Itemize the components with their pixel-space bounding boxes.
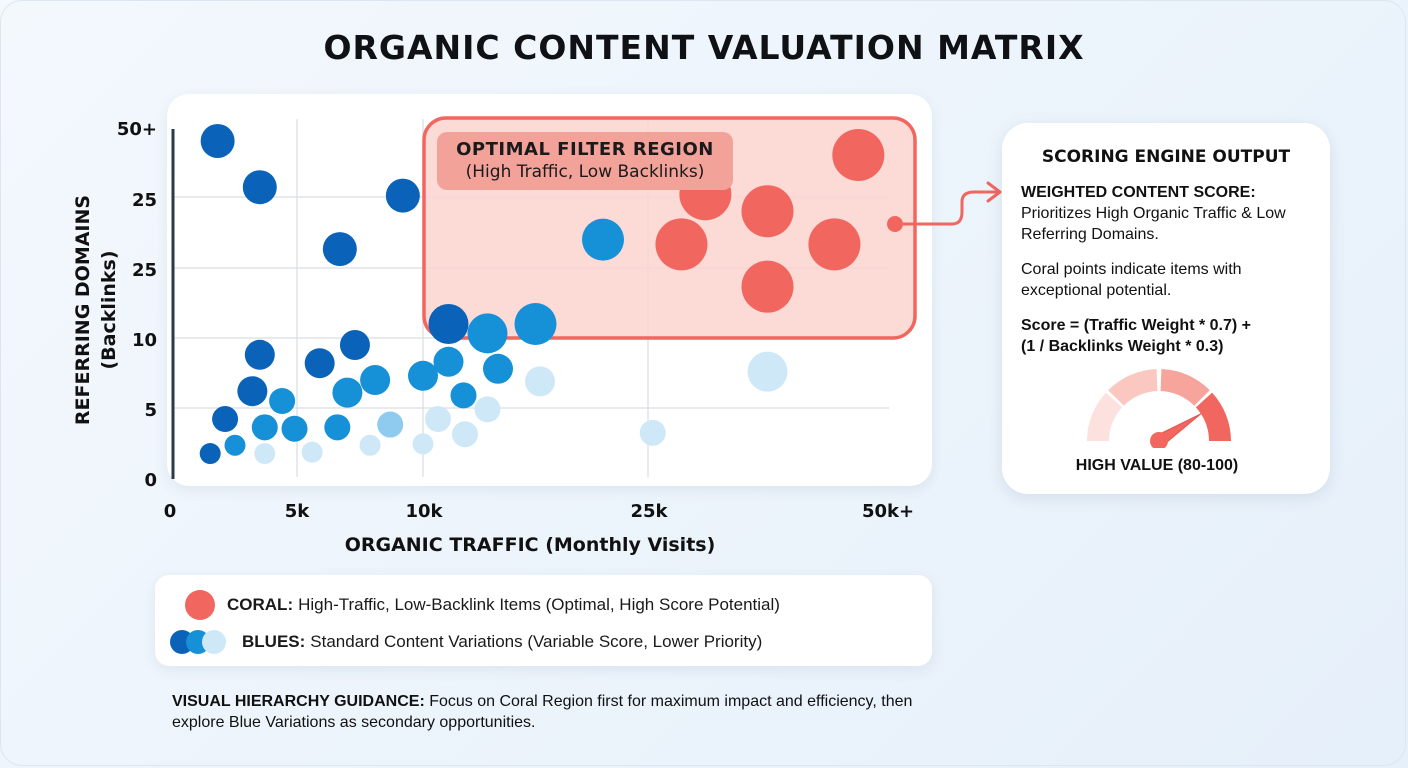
guidance-heading: VISUAL HIERARCHY GUIDANCE: [172, 693, 425, 710]
y-tick-label: 25 [132, 190, 157, 211]
y-tick-label: 25 [132, 260, 157, 281]
data-point-blue [200, 124, 235, 158]
data-point-blue [254, 443, 276, 465]
x-tick-label: 10k [405, 501, 443, 522]
gauge-segment-4 [1195, 392, 1231, 442]
weighted-score-text: Prioritizes High Organic Traffic & Low R… [1021, 205, 1286, 243]
data-point-blue [467, 313, 508, 354]
data-point-blue [237, 376, 268, 407]
legend-swatch-light [202, 630, 226, 654]
data-point-blue [425, 406, 451, 433]
y-axis-title-line1: REFERRING DOMAINS [72, 194, 94, 426]
y-tick-label: 50+ [117, 119, 157, 140]
score-formula: Score = (Traffic Weight * 0.7) + (1 / Ba… [1021, 315, 1321, 357]
data-point-blue [281, 415, 308, 442]
data-point-blue [301, 441, 323, 463]
connector-dot [887, 216, 903, 232]
data-point-blue [224, 434, 246, 456]
coral-note: Coral points indicate items with excepti… [1021, 261, 1242, 299]
visual-hierarchy-guidance: VISUAL HIERARCHY GUIDANCE: Focus on Cora… [172, 691, 932, 733]
data-point-blue [322, 232, 357, 267]
data-point-blue [450, 382, 477, 409]
connector-arrowhead [986, 181, 1002, 203]
data-point-blue [408, 360, 438, 391]
legend-coral-swatch [185, 590, 215, 620]
data-point-coral [655, 218, 708, 271]
data-point-blue [474, 396, 501, 423]
legend-coral-text: High-Traffic, Low-Backlink Items (Optima… [298, 595, 780, 614]
data-point-blue [514, 303, 557, 345]
weighted-score-heading: WEIGHTED CONTENT SCORE: [1021, 184, 1256, 201]
region-label-line1: OPTIMAL FILTER REGION [456, 139, 714, 160]
y-tick-label: 10 [132, 330, 157, 351]
x-axis-title: ORGANIC TRAFFIC (Monthly Visits) [344, 534, 716, 556]
x-tick-label: 5k [285, 501, 311, 522]
data-point-blue [525, 366, 555, 397]
x-tick-label: 25k [630, 501, 668, 522]
data-point-blue [359, 434, 381, 456]
data-point-blue [332, 377, 363, 408]
data-point-blue [251, 414, 278, 441]
y-tick-label: 5 [144, 400, 157, 421]
data-point-coral [808, 218, 861, 271]
x-tick-label: 50k+ [862, 501, 914, 522]
region-to-score-connector [887, 181, 1002, 232]
data-point-blue [639, 419, 666, 446]
page-title: ORGANIC CONTENT VALUATION MATRIX [323, 28, 1085, 67]
scatter-chart [171, 116, 917, 479]
data-point-blue [304, 348, 335, 379]
data-point-blue [339, 330, 370, 360]
data-point-blue [244, 339, 275, 370]
weighted-score-description: WEIGHTED CONTENT SCORE: Prioritizes High… [1021, 182, 1321, 245]
y-axis-title: REFERRING DOMAINS (Backlinks) [70, 180, 126, 440]
data-point-blue [428, 304, 469, 344]
optimal-region-label: OPTIMAL FILTER REGION (High Traffic, Low… [437, 132, 733, 190]
data-point-blue [412, 433, 434, 455]
data-point-blue [324, 414, 351, 441]
data-point-blue [433, 346, 464, 377]
scoring-title: SCORING ENGINE OUTPUT [1041, 147, 1291, 167]
data-point-blue [212, 406, 239, 433]
data-point-blue [747, 351, 788, 392]
legend-item-coral: CORAL: High-Traffic, Low-Backlink Items … [185, 590, 780, 620]
data-point-blue [385, 178, 420, 213]
guidance-text: Focus on Coral Region first for maximum … [172, 693, 913, 731]
legend-item-blues: BLUES: Standard Content Variations (Vari… [170, 627, 762, 657]
gauge-segment-2 [1108, 369, 1158, 407]
x-tick-label: 0 [164, 501, 177, 522]
data-point-blue [242, 170, 277, 205]
data-point-blue [582, 218, 624, 261]
connector-line [903, 190, 998, 226]
y-axis-title-line2: (Backlinks) [98, 250, 120, 370]
y-tick-label: 0 [144, 470, 157, 491]
score-formula-line1: Score = (Traffic Weight * 0.7) + [1021, 317, 1251, 334]
data-point-coral [741, 260, 794, 313]
value-gauge [1087, 369, 1231, 448]
data-point-blue [377, 411, 404, 438]
data-point-blue [452, 421, 478, 448]
data-point-blue [360, 365, 391, 395]
data-point-blue [483, 353, 513, 384]
data-point-blue [199, 443, 221, 465]
gauge-segment-3 [1160, 369, 1210, 407]
gauge-segment-1 [1087, 392, 1123, 442]
data-point-blue [269, 388, 296, 414]
legend-blues-text: Standard Content Variations (Variable Sc… [310, 632, 763, 651]
chart-legend: CORAL: High-Traffic, Low-Backlink Items … [155, 575, 932, 666]
region-label-line2: (High Traffic, Low Backlinks) [465, 162, 705, 182]
gauge-label: HIGH VALUE (80-100) [1075, 457, 1239, 474]
score-formula-line2: (1 / Backlinks Weight * 0.3) [1021, 338, 1224, 355]
legend-blues-swatches [170, 629, 236, 655]
legend-blues-label: BLUES: [242, 632, 306, 651]
data-point-coral [741, 185, 794, 238]
gauge-hub [1150, 432, 1168, 448]
scoring-engine-card: SCORING ENGINE OUTPUT WEIGHTED CONTENT S… [1002, 123, 1330, 494]
data-point-coral [832, 129, 885, 181]
legend-coral-label: CORAL: [227, 595, 294, 614]
